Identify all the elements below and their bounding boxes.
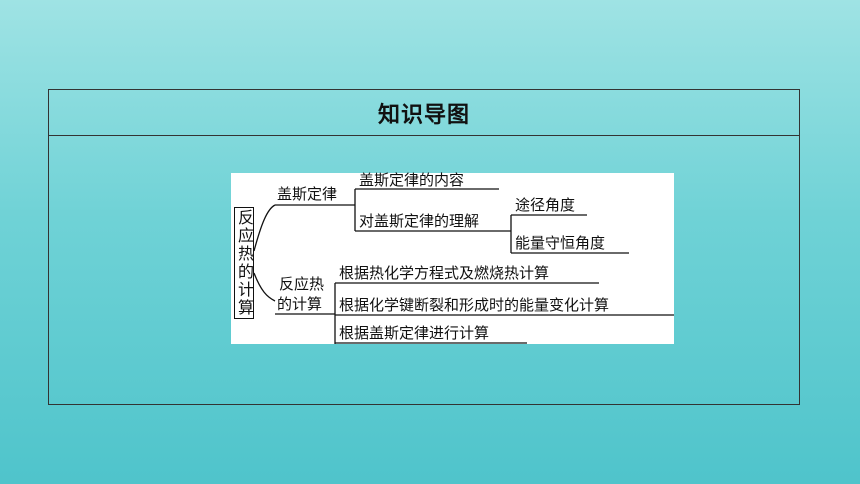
node-calc-bond-energy: 根据化学键断裂和形成时的能量变化计算 xyxy=(339,296,610,314)
node-calc-gaisi: 根据盖斯定律进行计算 xyxy=(339,324,490,342)
node-energy-angle: 能量守恒角度 xyxy=(515,234,606,252)
mind-map-connectors xyxy=(253,188,674,344)
branch-gaisi-law: 盖斯定律 xyxy=(277,185,338,203)
knowledge-map-panel: 知识导图 xyxy=(48,89,800,405)
branch-calc-line2: 的计算 xyxy=(277,295,323,313)
node-gaisi-content: 盖斯定律的内容 xyxy=(359,171,465,189)
root-node: 反应热的计算 xyxy=(234,207,254,319)
panel-title: 知识导图 xyxy=(377,102,470,128)
node-calc-thermochemical: 根据热化学方程式及燃烧热计算 xyxy=(339,264,550,282)
panel-header: 知识导图 xyxy=(49,90,799,136)
branch-calc-line1: 反应热 xyxy=(279,275,325,293)
mind-map-diagram: 反应热的计算 盖斯定律 盖斯定律的内容 对盖斯定律的理解 途径角度 能量守恒角度… xyxy=(231,171,674,344)
node-path-angle: 途径角度 xyxy=(515,196,576,214)
node-gaisi-understanding: 对盖斯定律的理解 xyxy=(359,212,480,230)
